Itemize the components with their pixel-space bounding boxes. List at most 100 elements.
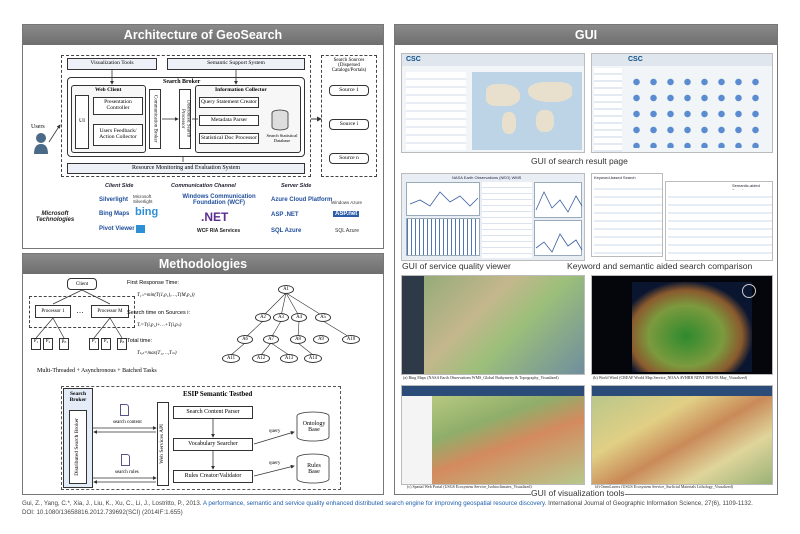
azure-logo: Windows Azure xyxy=(331,200,363,205)
pivot-grid xyxy=(628,74,768,148)
tree-node-a4: A4 xyxy=(291,313,307,322)
net-logo: .NET xyxy=(201,210,229,224)
presentation-controller-box: Presentation Controller xyxy=(93,97,143,115)
search-content-parser-box: Search Content Parser xyxy=(173,406,253,419)
azure-platform-label: Azure Cloud Platform xyxy=(271,197,333,203)
source-n-box: Source n xyxy=(329,153,369,164)
quality-viewer-screenshot: NASA Earth Observations (NEO) WMS xyxy=(401,173,585,261)
task-p1b: P₁ xyxy=(89,338,99,350)
pivot-sidebar xyxy=(594,68,622,152)
map-bing-caption: (a) Bing Maps (NASA Earth Observations W… xyxy=(403,375,559,380)
wcf-ria-label: WCF RIA Services xyxy=(197,228,241,234)
tree-node-a1: A1 xyxy=(278,285,294,294)
statistical-doc-box: Statistical Doc Processor xyxy=(199,133,259,144)
search-broker-container xyxy=(67,77,305,157)
search-time-formula: Tᵢ=T(i,p₁)+…+T(i,pₙ) xyxy=(137,323,182,328)
source-1-box: Source 1 xyxy=(329,85,369,96)
pivot-viewer-label: Pivot Viewer xyxy=(99,226,135,232)
citation-journal: . International Journal of Geographic In… xyxy=(544,500,753,507)
tree-node-a8: A8 xyxy=(290,335,306,344)
result-list-1 xyxy=(406,72,466,150)
ui-box: UI xyxy=(75,95,89,149)
system-container xyxy=(61,55,311,177)
rules-base-label: Rules Base xyxy=(307,463,321,475)
processor-m-box: Processor M xyxy=(91,305,129,318)
csc-header-2 xyxy=(592,54,772,66)
processor-arrows xyxy=(35,289,123,339)
gui-panel: GUI CSC CSC GUI of search result page NA… xyxy=(394,24,778,498)
search-sources-title: Search Sources (Dispersed Catalogs/Porta… xyxy=(331,58,367,73)
map-spatial-portal-screenshot xyxy=(401,385,585,485)
ontology-db-icon xyxy=(295,411,331,443)
query-label-2: query xyxy=(269,461,281,466)
citation-doi: DOI: 10.1080/13658816.2012.739692(SCI) (… xyxy=(22,509,183,517)
architecture-arrows xyxy=(48,70,322,162)
caption-quality-viewer: GUI of service quality viewer xyxy=(402,261,511,271)
microsoft-technologies-label: Microsoft Technologies xyxy=(35,211,75,223)
total-time-label: Total time: xyxy=(127,338,153,344)
web-services-api-box: Web Services API xyxy=(157,402,169,486)
silverlight-logo: Microsoft Silverlight xyxy=(133,194,153,204)
client-box: Client xyxy=(67,278,97,290)
wcf-label: Windows Communication Foundation (WCF) xyxy=(182,194,256,206)
tree-node-a13: A13 xyxy=(280,354,298,363)
total-time-formula: Tₜₒₜ=max(T₁,…,Tₘ) xyxy=(137,351,177,356)
search-statistical-db-label: Search Statistical Database xyxy=(266,133,298,143)
distributed-search-processor-label: Distributed Search Processor xyxy=(180,100,191,138)
citation: Gui, Z., Yang, C.*, Xia, J., Liu, K., Xu… xyxy=(22,499,792,518)
vocabulary-searcher-box: Vocabulary Searcher xyxy=(173,438,253,451)
caption-search-result: GUI of search result page xyxy=(531,156,628,166)
communication-channel-label: Communication Channel xyxy=(171,183,236,189)
processor-group xyxy=(29,296,135,328)
web-client-label: Web Client xyxy=(95,87,122,93)
map-worldwind-screenshot xyxy=(591,275,773,375)
users-label: Users xyxy=(31,124,45,130)
visualization-tools-box: Visualization Tools xyxy=(67,58,157,70)
resource-monitoring-box: Resource Monitoring and Evaluation Syste… xyxy=(67,163,305,174)
esip-title: ESIP Semantic Testbed xyxy=(183,390,253,398)
search-broker-heading: Search Broker xyxy=(69,391,87,403)
task-p2: P₂ xyxy=(43,338,53,350)
tree-node-a9: A9 xyxy=(313,335,329,344)
semantic-support-box: Semantic Support System xyxy=(167,58,305,70)
task-p2b: P₂ xyxy=(101,338,111,350)
sql-azure-label: SQL Azure xyxy=(271,228,302,234)
asp-logo: ASP.net xyxy=(333,211,360,217)
keyword-search-screenshot: Keyword-based Search xyxy=(591,173,663,257)
tree-edges xyxy=(230,292,352,356)
processor-ellipsis: … xyxy=(76,306,84,315)
methodologies-panel: Methodologies Client Processor 1 … Proce… xyxy=(22,253,384,495)
search-rules-label: search rules xyxy=(115,470,139,475)
doc-icon-2 xyxy=(121,454,130,466)
tree-node-a3: A3 xyxy=(273,313,289,322)
distributed-search-broker-box: Distributed Search Broker xyxy=(69,410,87,484)
map-worldwind-caption: (b) World Wind (CREAF World Map Service_… xyxy=(593,375,747,380)
map-bing-screenshot xyxy=(401,275,585,375)
task-pn: Pₙ xyxy=(59,338,69,350)
tree-node-a5: A5 xyxy=(315,313,331,322)
architecture-panel: Architecture of GeoSearch Users Visualiz… xyxy=(22,24,384,249)
sqlazure-logo: SQL Azure xyxy=(335,228,359,234)
communication-broker-box: Communication Broker xyxy=(149,89,161,149)
caption-visualization: GUI of visualization tools xyxy=(531,488,625,498)
client-side-label: Client Side xyxy=(105,183,134,189)
esip-container xyxy=(61,386,341,490)
users-feedback-box: Users Feedback/ Action Collector xyxy=(93,124,143,146)
query-label-1: query xyxy=(269,429,281,434)
first-response-formula: T₁ₙ=min(T(1,p₁),…,T(M,p₁)) xyxy=(137,293,195,298)
asp-net-label: ASP .NET xyxy=(271,212,299,218)
esip-arrows xyxy=(93,419,295,484)
tree-node-a10: A10 xyxy=(342,335,360,344)
architecture-title: Architecture of GeoSearch xyxy=(23,25,383,45)
tree-node-a11: A11 xyxy=(222,354,240,363)
task-p1: P₁ xyxy=(31,338,41,350)
citation-link[interactable]: A performance, semantic and service qual… xyxy=(202,500,545,507)
distributed-search-processor-box: Distributed Search Processor xyxy=(179,89,191,149)
csc-logo-1: CSC xyxy=(406,56,421,63)
pivot-icon xyxy=(136,225,145,233)
methodologies-title: Methodologies xyxy=(23,254,383,274)
metadata-parser-box: Metadata Parser xyxy=(199,115,259,126)
caption-keyword-semantic: Keyword and semantic aided search compar… xyxy=(567,261,753,271)
info-collector-label: Information Collector xyxy=(215,87,267,93)
rules-creator-box: Rules Creator/Validator xyxy=(173,470,253,483)
